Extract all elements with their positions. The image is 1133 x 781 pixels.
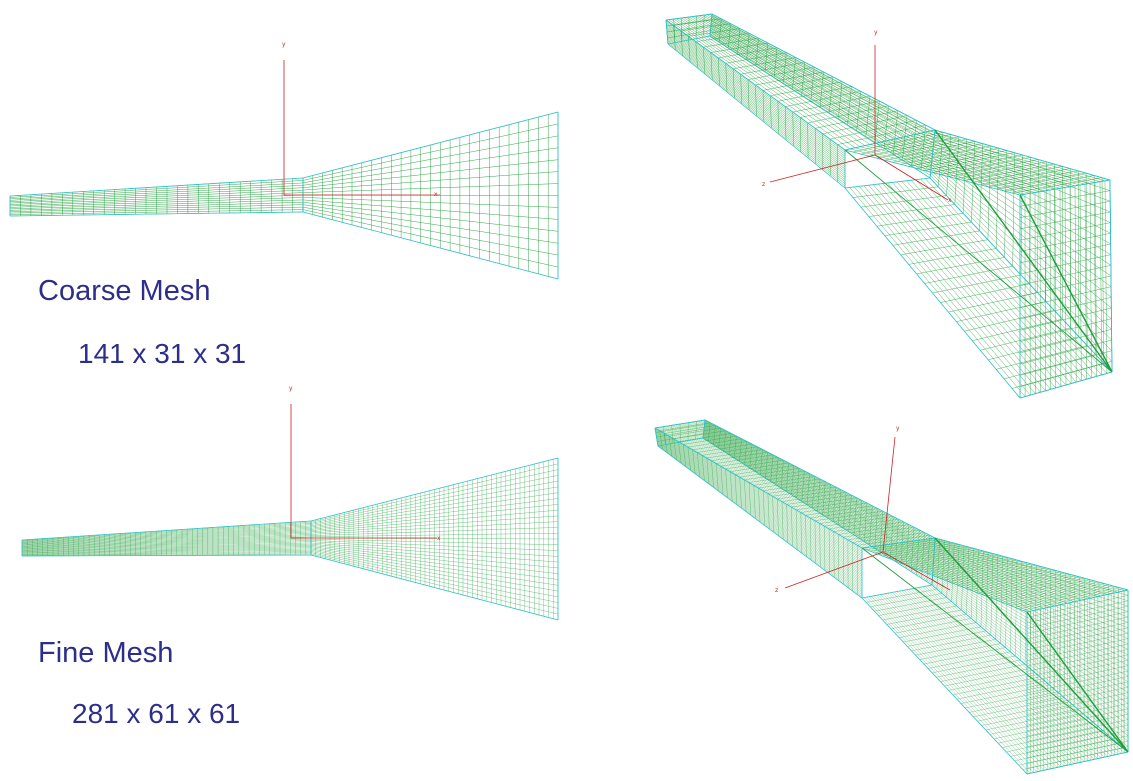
fine-3d-z-label: z <box>775 587 778 594</box>
coarse-3d-mesh <box>665 13 1113 399</box>
coarse-3d-x-label: x <box>948 197 952 204</box>
coarse-side-axes: y x <box>282 41 440 198</box>
fine-3d-view: y z <box>654 419 1129 775</box>
coarse-3d-view: y z x <box>665 13 1113 399</box>
fine-side-axes: y x <box>289 385 441 542</box>
coarse-3d-axes: y z x <box>762 29 952 204</box>
coarse-side-view: y x <box>9 41 559 280</box>
coarse-mesh-title: Coarse Mesh <box>38 275 211 307</box>
fine-3d-mesh <box>654 419 1129 775</box>
fine-3d-axes: y z <box>775 425 951 594</box>
fine-mesh-dimensions: 281 x 61 x 61 <box>72 698 241 729</box>
coarse-3d-z-label: z <box>762 181 765 188</box>
fine-side-view: y x <box>21 385 559 621</box>
fine-side-y-label: y <box>289 385 293 392</box>
coarse-side-x-label: x <box>434 191 438 198</box>
coarse-side-y-label: y <box>282 41 286 48</box>
fine-3d-y-label: y <box>896 425 900 432</box>
coarse-mesh-dimensions: 141 x 31 x 31 <box>78 338 247 369</box>
fine-side-x-label: x <box>437 535 441 542</box>
coarse-3d-y-label: y <box>874 29 878 36</box>
fine-side-mesh <box>21 457 559 621</box>
fine-mesh-title: Fine Mesh <box>38 637 174 669</box>
coarse-side-mesh <box>9 111 559 280</box>
